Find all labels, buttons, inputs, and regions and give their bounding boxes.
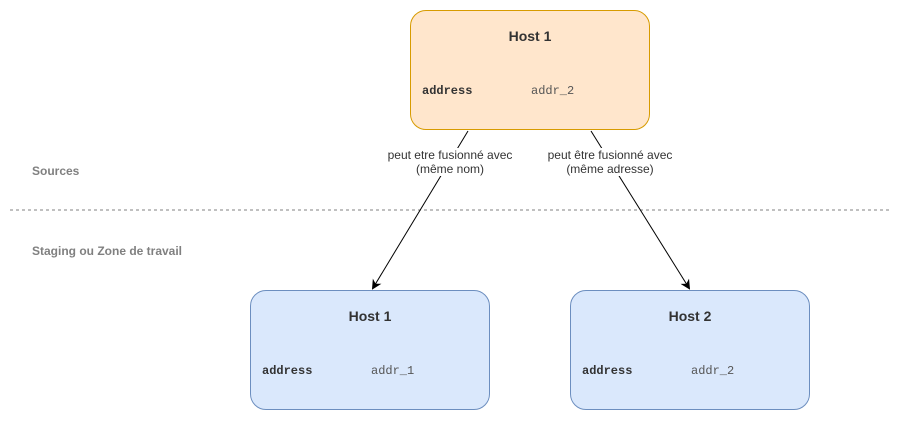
- field-key: address: [582, 364, 633, 378]
- staging-host-2-node[interactable]: Host 2 address addr_2: [570, 290, 810, 410]
- edge-label-line: peut etre fusionné avec: [387, 148, 513, 162]
- staging-host-1-node[interactable]: Host 1 address addr_1: [250, 290, 490, 410]
- edge-label-same-name: peut etre fusionné avec (même nom): [370, 148, 530, 176]
- host-title: Host 1: [508, 28, 552, 44]
- host-title: Host 1: [348, 308, 392, 324]
- edge-label-line: peut être fusionné avec: [547, 148, 673, 162]
- edge-label-line: (même adresse): [566, 162, 654, 176]
- field-value: addr_1: [371, 364, 415, 378]
- field-key: address: [422, 84, 473, 98]
- zone-label-sources: Sources: [32, 164, 80, 178]
- field-key: address: [262, 364, 313, 378]
- field-value: addr_2: [531, 84, 575, 98]
- edge-label-same-address: peut être fusionné avec (même adresse): [530, 148, 690, 176]
- field-value: addr_2: [691, 364, 735, 378]
- source-host-node[interactable]: Host 1 address addr_2: [410, 10, 650, 130]
- edge-label-line: (même nom): [415, 162, 484, 176]
- zone-label-staging: Staging ou Zone de travail: [32, 244, 183, 258]
- host-title: Host 2: [668, 308, 712, 324]
